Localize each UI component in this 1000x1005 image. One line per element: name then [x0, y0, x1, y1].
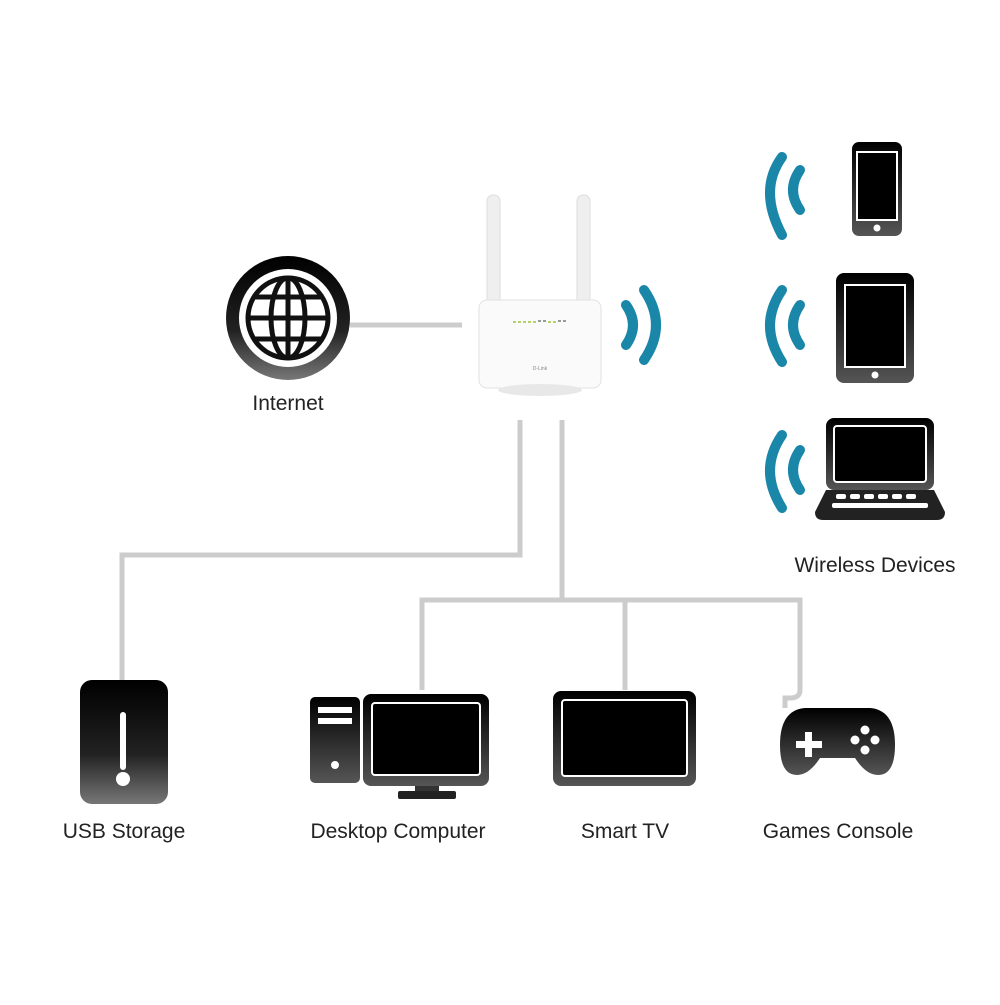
globe-icon — [226, 256, 350, 380]
label-games-console: Games Console — [763, 820, 914, 843]
label-smart-tv: Smart TV — [581, 820, 669, 843]
wifi-icon-tablet — [765, 285, 805, 367]
wifi-icon-laptop — [765, 430, 805, 513]
antenna-right — [576, 194, 591, 311]
tablet-icon — [836, 273, 914, 383]
usb-storage-icon — [80, 680, 168, 804]
label-desktop-computer: Desktop Computer — [310, 820, 485, 843]
smartphone-icon — [852, 142, 902, 236]
line-console — [782, 689, 803, 708]
smart-tv-icon — [553, 691, 696, 786]
game-controller-icon — [780, 708, 895, 775]
router-brand: D-Link — [533, 366, 548, 372]
laptop-icon — [815, 418, 945, 520]
router: D-Link — [478, 194, 602, 396]
status-leds — [513, 320, 566, 323]
label-wireless-devices: Wireless Devices — [794, 554, 955, 577]
label-usb-storage: USB Storage — [63, 820, 186, 843]
wifi-icon-router — [621, 285, 661, 365]
connection-lines — [119, 322, 803, 708]
line-wired-bus — [419, 597, 803, 690]
line-usb — [119, 420, 523, 682]
wifi-icon-phone — [765, 152, 805, 240]
antenna-left — [486, 194, 501, 311]
label-internet: Internet — [252, 392, 323, 415]
desktop-computer-icon — [310, 694, 489, 799]
